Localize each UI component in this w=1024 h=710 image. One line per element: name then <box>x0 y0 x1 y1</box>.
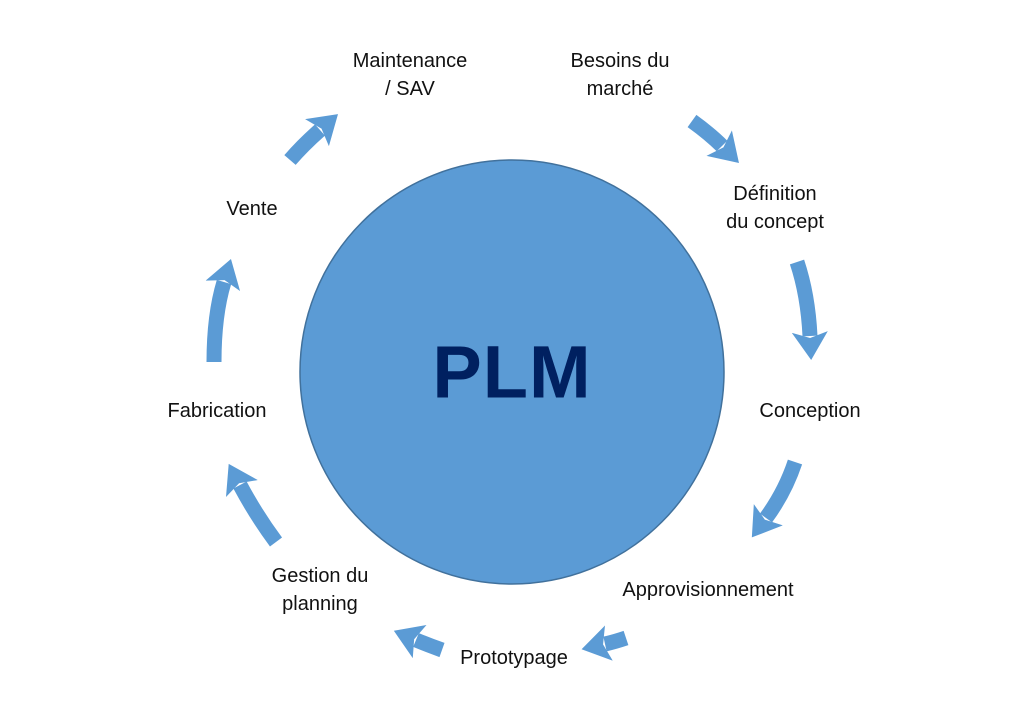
arrow-prototypage-to-gestion <box>393 624 445 659</box>
stage-label-line: Approvisionnement <box>622 579 794 601</box>
arrow-fabrication-to-vente <box>205 259 241 363</box>
stage-label-line: Gestion du <box>271 565 369 587</box>
stage-conception: Conception <box>759 397 860 425</box>
stage-approvisionnement: Approvisionnement <box>622 576 793 604</box>
stage-definition-du-concept: Définition du concept <box>726 180 824 236</box>
arrow-besoins-to-definition <box>687 114 739 163</box>
stage-besoins-du-marche: Besoins du marché <box>571 47 670 103</box>
center-title: PLM <box>432 330 592 414</box>
stage-label-line: Vente <box>226 198 278 220</box>
stage-prototypage: Prototypage <box>460 644 568 672</box>
stage-label-line: / SAV <box>385 78 435 100</box>
stage-label-line: marché <box>586 78 654 100</box>
stage-label-line: Conception <box>759 400 861 422</box>
arrow-definition-to-conception <box>789 259 828 360</box>
arrow-conception-to-approvisionnement <box>751 459 803 538</box>
stage-vente: Vente <box>226 195 277 223</box>
stage-label-line: Besoins du <box>570 50 670 72</box>
arrow-gestion-to-fabrication <box>226 463 283 547</box>
plm-circle <box>299 159 725 585</box>
stage-maintenance-sav: Maintenance / SAV <box>353 47 468 103</box>
stage-gestion-du-planning: Gestion du planning <box>272 562 369 618</box>
stage-label-line: Fabrication <box>167 400 267 422</box>
stage-label-line: Prototypage <box>460 647 568 669</box>
stage-label-line: du concept <box>726 211 824 233</box>
arrow-vente-to-maintenance <box>284 114 338 165</box>
stage-label-line: Définition <box>733 183 817 205</box>
stage-fabrication: Fabrication <box>168 397 267 425</box>
arrow-approvisionnement-to-prototypage <box>581 625 629 661</box>
stage-label-line: planning <box>282 593 358 615</box>
stage-label-line: Maintenance <box>352 50 468 72</box>
